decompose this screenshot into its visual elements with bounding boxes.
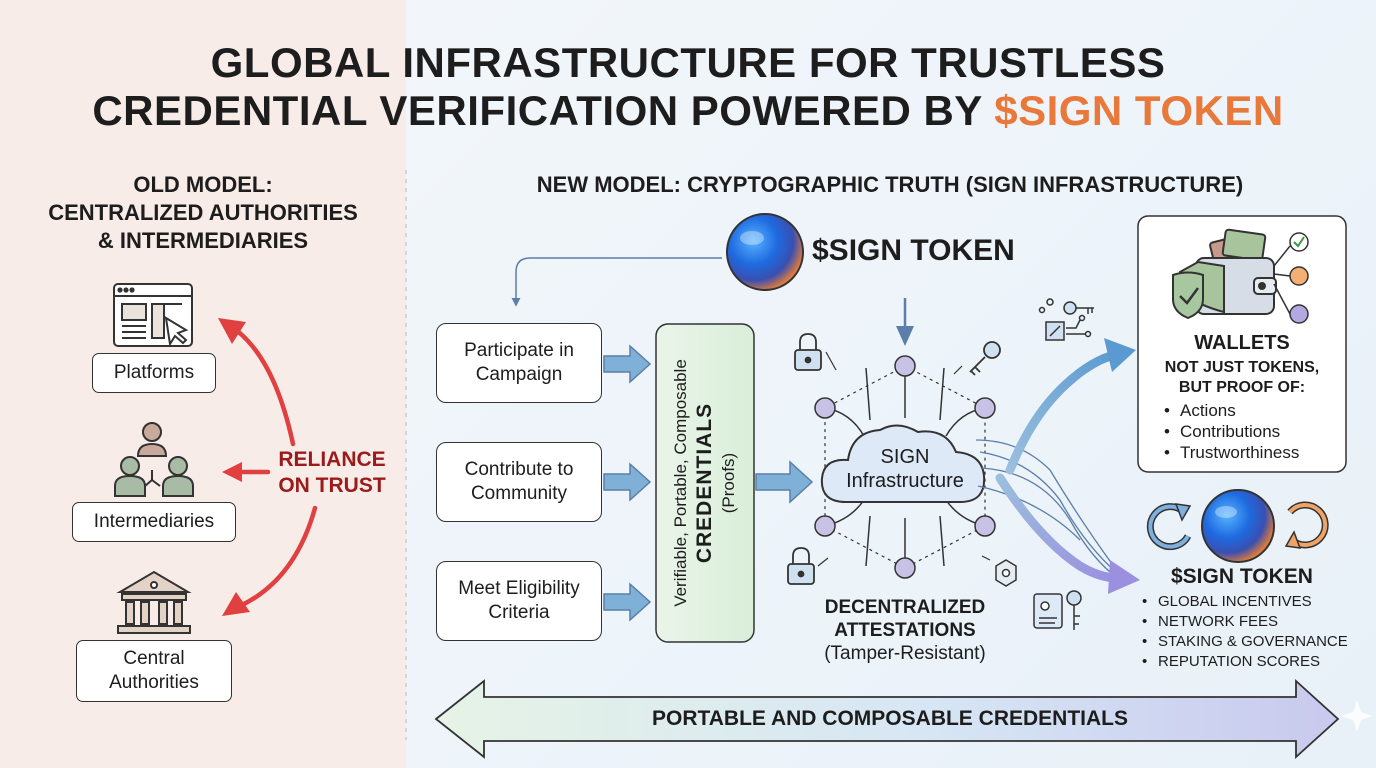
wallet-icon [1172, 228, 1277, 320]
swoosh-to-token [995, 473, 1123, 583]
token-uses-list: GLOBAL INCENTIVES NETWORK FEES STAKING &… [1142, 592, 1348, 672]
reliance-arrows [218, 318, 318, 616]
page-title-line1: GLOBAL INFRASTRUCTURE FOR TRUSTLESS [210, 39, 1166, 86]
bottom-banner-label: PORTABLE AND COMPOSABLE CREDENTIALS [651, 707, 1128, 730]
lock-icon [794, 333, 822, 371]
sign-token-orb-icon-lower [1201, 489, 1275, 563]
old-model-heading-1: OLD MODEL: [133, 172, 273, 197]
lock-icon-lower [787, 547, 815, 585]
platforms-icon [113, 283, 193, 347]
list-item: REPUTATION SCORES [1142, 652, 1348, 672]
sign-infrastructure-label: SIGN Infrastructure [846, 446, 964, 492]
sparkle-icon [1341, 700, 1373, 732]
wallet-status-icons [1273, 232, 1309, 324]
credentials-label: Verifiable, Portable, Composable CREDENT… [671, 359, 738, 607]
credentials-box [655, 323, 755, 643]
portable-credentials-banner [434, 678, 1340, 760]
list-item: Actions [1164, 400, 1299, 421]
reliance-on-trust-label: RELIANCE ON TRUST [278, 448, 386, 497]
token-uses-title: $SIGN TOKEN [1171, 565, 1313, 588]
central-authorities-label: Central Authorities [76, 640, 232, 702]
action-arrows [603, 344, 814, 622]
sign-token-orb-icon [726, 213, 804, 291]
list-item: NETWORK FEES [1142, 612, 1348, 632]
new-model-heading: NEW MODEL: CRYPTOGRAPHIC TRUTH (SIGN INF… [536, 172, 1244, 197]
badge-icon [995, 559, 1017, 587]
refresh-icon-left [1146, 503, 1192, 551]
wallets-title: WALLETS [1194, 332, 1290, 354]
id-card-key-icon [1033, 590, 1082, 630]
old-model-heading-2: CENTRALIZED AUTHORITIES [48, 200, 358, 225]
digital-key-icon [1038, 298, 1094, 341]
list-item: STAKING & GOVERNANCE [1142, 632, 1348, 652]
intermediaries-icon [114, 422, 194, 497]
refresh-icon-right [1284, 501, 1329, 549]
list-item: GLOBAL INCENTIVES [1142, 592, 1348, 612]
key-icon [969, 341, 1001, 376]
page-title-line2: CREDENTIAL VERIFICATION POWERED BY $SIGN… [92, 87, 1284, 134]
sign-token-label: $SIGN TOKEN [812, 234, 1015, 267]
wallets-subtitle: NOT JUST TOKENS, BUT PROOF OF: [1164, 359, 1320, 396]
wallets-proof-list: Actions Contributions Trustworthiness [1164, 400, 1299, 463]
token-to-credentials-connector [511, 257, 722, 307]
bank-building-icon [116, 570, 192, 634]
attestation-network [814, 355, 1121, 581]
cloud-icon [820, 424, 986, 503]
list-item: Trustworthiness [1164, 442, 1299, 463]
decentralized-attestations-label: DECENTRALIZED ATTESTATIONS (Tamper-Resis… [824, 597, 986, 664]
platforms-label: Platforms [92, 353, 216, 393]
list-item: Contributions [1164, 421, 1299, 442]
swoosh-to-wallets [1005, 349, 1123, 475]
intermediaries-label: Intermediaries [72, 502, 236, 542]
old-model-heading-3: & INTERMEDIARIES [97, 228, 309, 253]
